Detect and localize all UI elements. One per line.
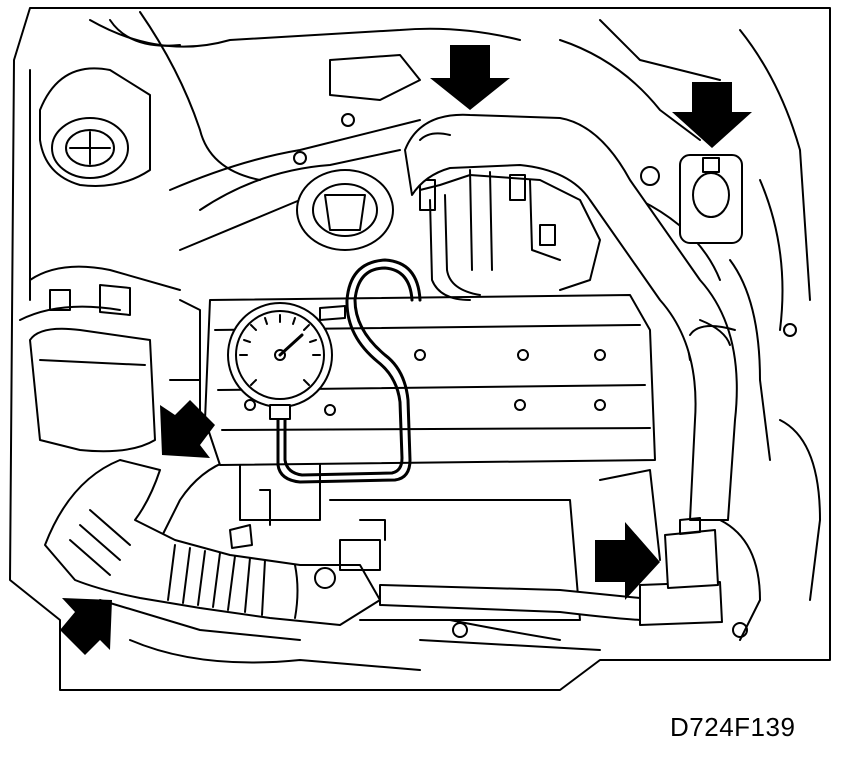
air-intake-hose: [44, 459, 386, 626]
figure-id-label: D724F139: [670, 712, 796, 742]
arrow-bottom-left: [60, 598, 112, 655]
gauge-hose: [276, 258, 422, 484]
upper-coolant-hose: [404, 113, 738, 521]
arrow-bottom-right: [595, 522, 660, 600]
ignition-cassette: [296, 169, 394, 251]
pressure-gauge: [227, 302, 333, 420]
fuel-rail-pipes: [419, 169, 601, 301]
lower-coolant-hose: [379, 517, 723, 626]
fuse-box: [29, 284, 156, 453]
arrow-left-mid: [160, 400, 215, 458]
brake-fluid-reservoir: [679, 154, 743, 244]
gauge-ticks: [239, 314, 321, 386]
arrow-top-center: [430, 45, 510, 110]
expansion-tank-cap: [51, 117, 129, 179]
illustration-frame: [9, 7, 831, 691]
arrow-top-right: [672, 82, 752, 148]
